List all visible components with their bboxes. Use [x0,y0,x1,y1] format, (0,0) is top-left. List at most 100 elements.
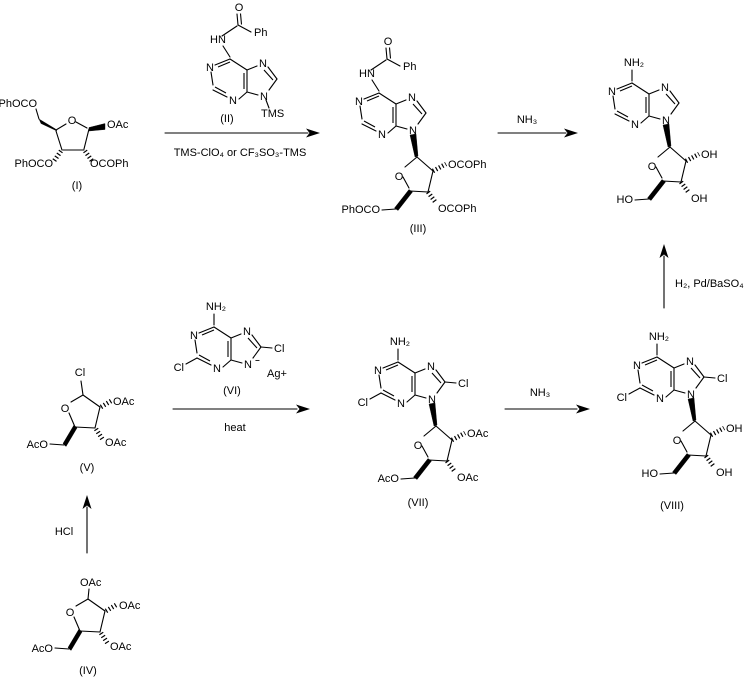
n9-label: N [409,125,417,137]
amino-group-label: NH₂ [390,336,410,348]
caption-IV: (IV) [79,665,97,677]
n1-label: N [633,360,641,372]
chloro-8-label: Cl [717,373,727,385]
structure-V: Cl O OAc OAc AcO (V) [27,367,135,474]
n3-label: N [229,95,237,107]
amino-group-label: NH₂ [649,331,669,343]
ring-oxygen-label: O [61,403,70,415]
tms-label: TMS [261,108,284,120]
n7-label: N [243,326,251,338]
ring-oxygen-label: O [68,115,77,127]
n7-label: N [408,92,416,104]
benzoyloxy-2-label: OCOPh [90,158,129,170]
chloro-2-label: Cl [174,362,184,374]
n7-label: N [427,361,435,373]
n7-label: N [259,58,267,70]
caption-III: (III) [410,223,427,235]
benzoyloxy-3-label: OCOPh [438,203,477,215]
n7-label: N [661,82,669,94]
benzoyloxy-3-label: PhOCO [14,158,53,170]
amino-group-label: NH₂ [624,57,644,69]
n9-label: N [260,91,268,103]
hydroxy-3-label: OH [691,193,708,205]
reagent-label-h2pd: H₂, Pd/BaSO₄ [675,278,744,290]
amide-hn-label: HN [359,68,375,80]
reaction-arrow-1: TMS-ClO₄ or CF₃SO₃-TMS [164,128,320,159]
reagent-label-tms: TMS-ClO₄ or CF₃SO₃-TMS [174,147,307,159]
reaction-arrow-6: HCl [55,495,92,554]
n9-negative-charge: − [255,356,260,365]
carbonyl-o-label: O [235,2,244,14]
reaction-arrow-2: NH₃ [497,114,578,138]
acetoxy-3-label: OAc [105,437,127,449]
n9-label: N [687,389,695,401]
reagent-label-nh3-mid: NH₃ [530,387,550,399]
amino-group-label: NH₂ [206,301,226,313]
acetoxy-2-label: OAc [467,428,489,440]
n3-label: N [656,393,664,405]
structure-VII: NH₂ N N N N Cl Cl O OAc OAc AcO (VII) [358,336,489,509]
acetoxy-2-label: OAc [119,600,141,612]
caption-I: (I) [72,180,82,192]
benzoyloxy-2-label: OCOPh [448,159,487,171]
hydroxy-5-label: HO [642,468,659,480]
n1-label: N [374,365,382,377]
reagent-label-nh3-top: NH₃ [517,114,537,126]
acetoxy-2-label: OAc [113,396,135,408]
chloro-1-label: Cl [75,367,85,379]
carbonyl-o-label: O [384,36,393,48]
reaction-arrow-4: NH₃ [504,387,590,414]
acetoxy-5-label: AcO [32,643,54,655]
reagent-label-hcl: HCl [55,526,73,538]
ring-oxygen-label: O [648,161,657,173]
acetoxy-1-label: OAc [80,577,102,589]
structure-IV: OAc O OAc OAc AcO (IV) [32,577,141,677]
acetoxy-1-label: OAc [107,119,129,131]
ring-oxygen-label: O [66,607,75,619]
hydroxy-3-label: OH [716,467,733,479]
n9-label: N [244,359,252,371]
ring-oxygen-label: O [414,440,423,452]
n1-label: N [355,96,363,108]
chloro-2-label: Cl [617,392,627,404]
chloro-8-label: Cl [274,343,284,355]
n1-label: N [608,86,616,98]
ring-oxygen-label: O [395,171,404,183]
caption-II: (II) [220,113,233,125]
hydroxy-5-label: HO [617,194,634,206]
structure-adenosine: NH₂ N N N N O OH OH HO [608,57,718,206]
n1-label: N [190,330,198,342]
reaction-arrow-5: H₂, Pd/BaSO₄ [659,244,744,309]
hydroxy-2-label: OH [701,149,718,161]
n9-label: N [662,115,670,127]
benzoyloxy-5-label: PhOCO [341,204,380,216]
structure-I: O PhOCO OAc OCOPh PhOCO (I) [0,98,129,192]
silver-counterion-label: Ag+ [267,368,287,380]
n9-label: N [428,394,436,406]
caption-VI: (VI) [223,385,241,397]
caption-VIII: (VIII) [660,500,684,512]
caption-V: (V) [80,462,95,474]
acetoxy-3-label: OAc [457,472,479,484]
structure-II: N N N N HN O Ph TMS (II) [206,2,284,125]
structure-VI: NH₂ N N N N Cl Cl − Ag+ (VI) [174,301,287,397]
phenyl-label: Ph [403,61,416,73]
acetoxy-5-label: AcO [378,473,400,485]
acetoxy-3-label: OAc [110,641,132,653]
n3-label: N [378,129,386,141]
n3-label: N [213,363,221,375]
benzoyloxy-5-label: PhOCO [0,98,37,110]
reagent-label-heat: heat [224,422,245,434]
caption-VII: (VII) [408,497,429,509]
n7-label: N [686,356,694,368]
reaction-arrow-3: heat [172,404,310,434]
structure-III: N N N N HN O Ph O OCOPh OCOPh PhOCO (III… [341,36,486,235]
hydroxy-2-label: OH [726,423,743,435]
n1-label: N [206,62,214,74]
amide-hn-label: HN [210,34,226,46]
chloro-2-label: Cl [358,397,368,409]
n3-label: N [397,398,405,410]
acetoxy-5-label: AcO [27,439,49,451]
